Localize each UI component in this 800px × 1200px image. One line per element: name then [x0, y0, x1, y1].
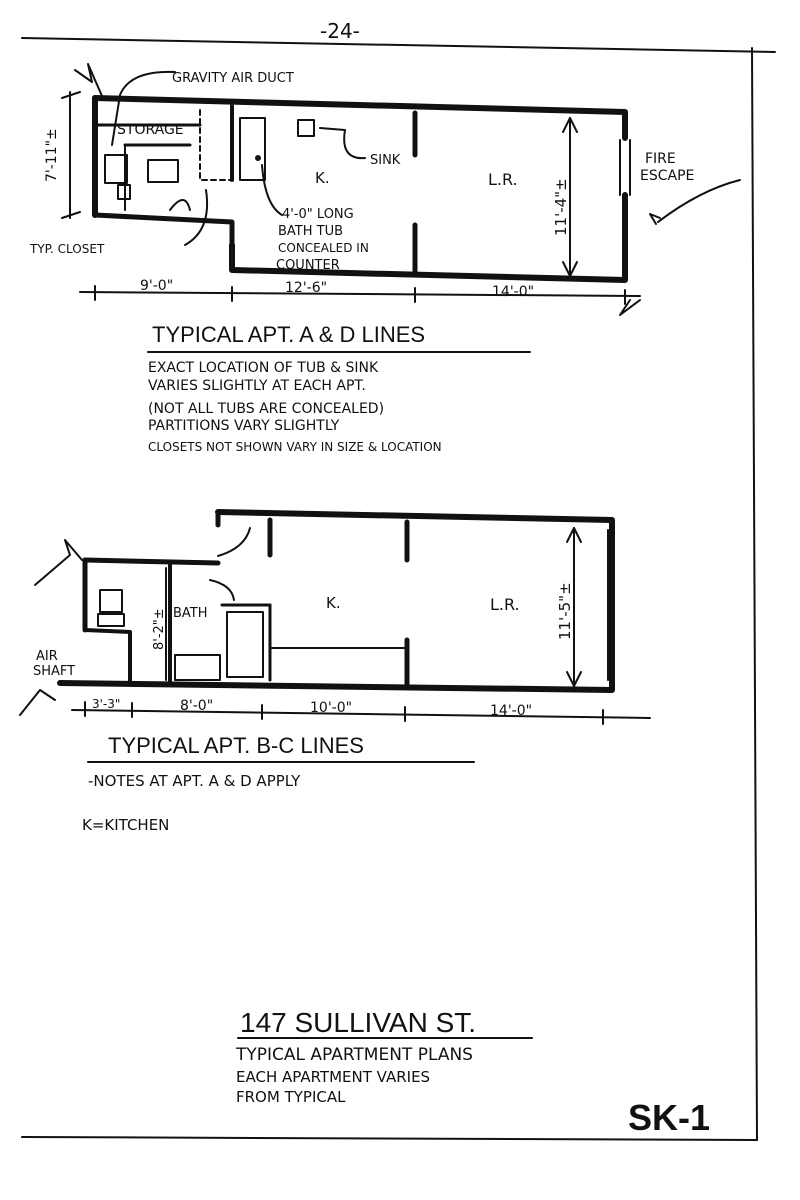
fire-escape-label-1: FIRE [645, 151, 676, 167]
height-left-dim: 7'-11"± [44, 128, 60, 182]
air-shaft-label-2: SHAFT [33, 664, 75, 679]
plan-b-note: -NOTES AT APT. A & D APPLY [88, 772, 301, 790]
sheet-border [21, 37, 776, 1141]
dim-b-2: 8'-0" [180, 698, 213, 714]
dim-b-1: 3'-3" [92, 697, 120, 711]
plan-a-labels: GRAVITY AIR DUCT STORAGE SINK K. L.R. FI… [29, 71, 694, 300]
plan-a-note-5: CLOSETS NOT SHOWN VARY IN SIZE & LOCATIO… [148, 440, 442, 454]
plan-a-drawing [61, 63, 741, 316]
plan-b-title: TYPICAL APT. B-C LINES [108, 733, 364, 758]
title-line-1: TYPICAL APARTMENT PLANS [235, 1045, 473, 1065]
dim-a-2: 12'-6" [285, 280, 327, 296]
plan-b-labels: BATH K. L.R. AIR SHAFT 8'-2"± 11'-5"± 3'… [33, 582, 574, 719]
address-title: 147 SULLIVAN ST. [240, 1007, 476, 1038]
air-shaft-label-1: AIR [36, 649, 58, 664]
title-line-3: FROM TYPICAL [236, 1088, 346, 1106]
plan-b-kitchen-label: K. [326, 594, 341, 612]
kitchen-legend: K=KITCHEN [82, 816, 169, 834]
dim-a-3: 14'-0" [492, 284, 534, 300]
tub-note-3: CONCEALED IN [278, 241, 369, 255]
plan-a-note-3: (NOT ALL TUBS ARE CONCEALED) [148, 401, 384, 417]
dim-a-1: 9'-0" [140, 278, 173, 294]
plan-a-note-1: EXACT LOCATION OF TUB & SINK [148, 360, 379, 376]
plan-b-drawing [19, 509, 651, 725]
dim-b-3: 10'-0" [310, 700, 352, 716]
sheet-number: SK-1 [628, 1097, 710, 1138]
height-bath-dim: 8'-2"± [152, 608, 167, 650]
plan-a-title: TYPICAL APT. A & D LINES [152, 322, 425, 347]
dim-b-4: 14'-0" [490, 703, 532, 719]
height-lr-b-dim: 11'-5"± [556, 582, 574, 640]
tub-note-2: BATH TUB [278, 224, 343, 239]
plan-b-living-room-label: L.R. [490, 595, 520, 614]
tub-note-4: COUNTER [276, 258, 340, 273]
title-line-2: EACH APARTMENT VARIES [236, 1068, 430, 1086]
fire-escape-label-2: ESCAPE [640, 168, 694, 184]
storage-label: STORAGE [117, 122, 184, 138]
typ-closet-label: TYP. CLOSET [29, 242, 105, 256]
gravity-air-duct-label: GRAVITY AIR DUCT [172, 71, 294, 86]
sink-label: SINK [370, 153, 401, 168]
plan-a-note-2: VARIES SLIGHTLY AT EACH APT. [148, 378, 366, 394]
tub-note-1: 4'-0" LONG [282, 207, 354, 222]
plan-a-note-4: PARTITIONS VARY SLIGHTLY [148, 418, 340, 434]
page-number: -24- [320, 19, 360, 43]
bath-label: BATH [173, 606, 208, 621]
height-lr-dim: 11'-4"± [552, 178, 570, 236]
living-room-label: L.R. [488, 170, 518, 189]
kitchen-label: K. [315, 169, 330, 187]
